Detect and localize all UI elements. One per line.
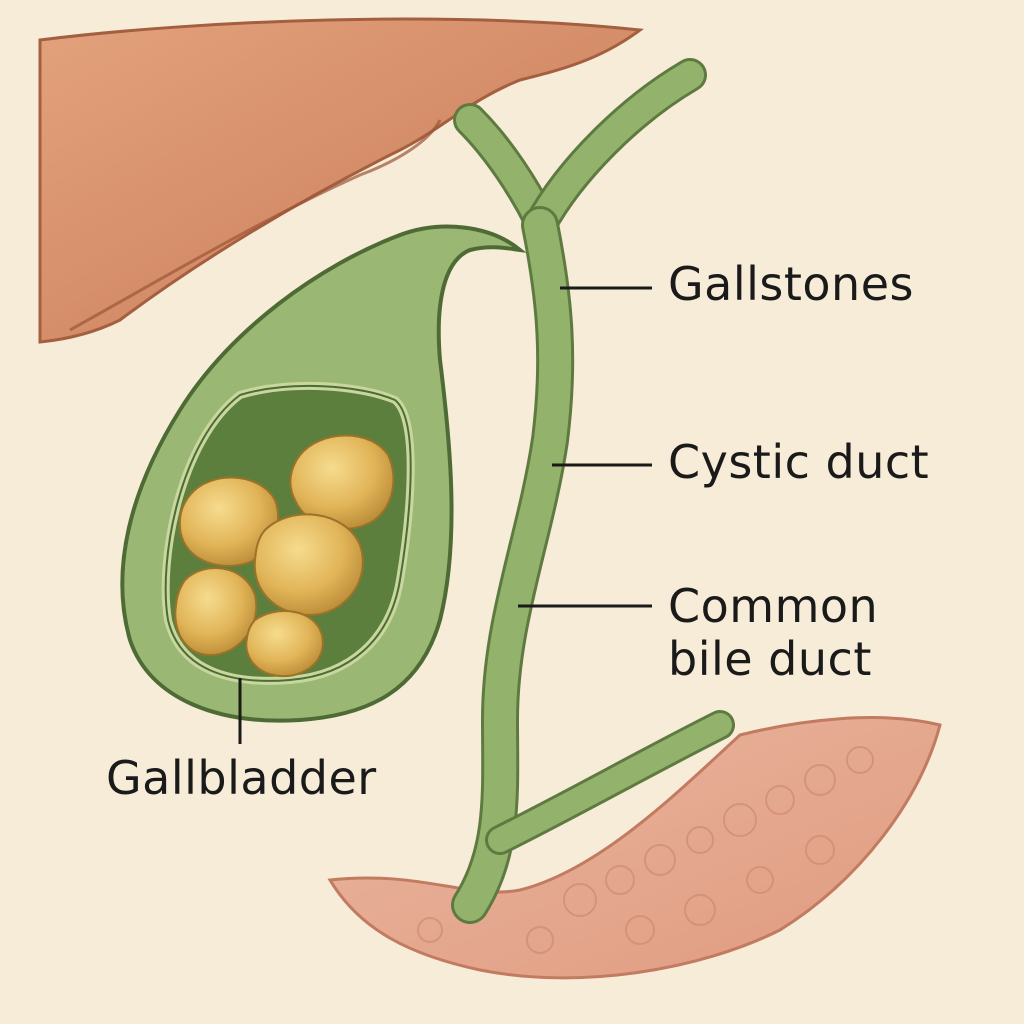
- gallstone: [178, 476, 280, 567]
- label-common-bile-duct-line1: Common: [668, 579, 879, 633]
- gallstone: [245, 610, 324, 678]
- liver: [38, 17, 644, 344]
- common-bile-duct: [451, 206, 735, 924]
- label-common-bile-duct-line2: bile duct: [668, 631, 872, 686]
- gallstone: [174, 567, 258, 657]
- label-gallstones: Gallstones: [668, 257, 914, 311]
- label-common-bile-duct: Common bile duct: [668, 580, 878, 686]
- gallstone: [253, 513, 364, 617]
- hepatic-ducts: [453, 58, 707, 242]
- label-gallbladder: Gallbladder: [106, 751, 377, 805]
- gallstone: [289, 434, 395, 530]
- gallstones-cluster: [174, 434, 395, 678]
- label-cystic-duct: Cystic duct: [668, 435, 930, 489]
